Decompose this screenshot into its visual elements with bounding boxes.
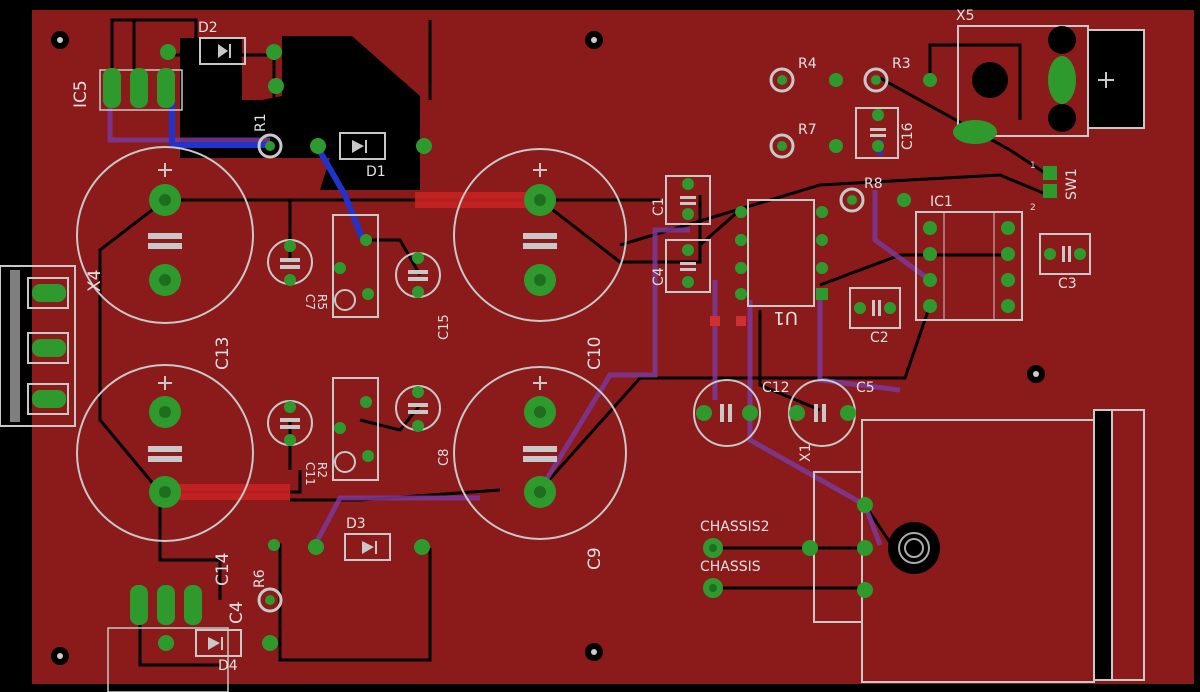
connector-x4[interactable] (0, 265, 76, 427)
label-d4: D4 (218, 658, 238, 674)
resistor-r6[interactable] (257, 539, 283, 613)
switch-sw1[interactable] (1043, 166, 1057, 198)
label-c4-bottom: C4 (227, 601, 247, 624)
label-c9: C9 (585, 547, 605, 570)
label-sw1-pin2: 2 (1030, 203, 1036, 213)
trimpot-r2[interactable] (332, 377, 379, 481)
resistor-r1[interactable] (257, 78, 284, 159)
resistor-r8[interactable] (839, 187, 911, 213)
capacitor-c16[interactable] (855, 107, 899, 159)
label-r6: R6 (252, 569, 268, 588)
label-u1: U1 (773, 307, 798, 328)
copper-island (180, 36, 420, 190)
label-r8: R8 (864, 176, 883, 192)
hatched-traces (170, 192, 535, 500)
ic-ic1[interactable] (915, 211, 1023, 321)
label-sw1-pin1: 1 (1030, 161, 1036, 171)
silkscreen-labels: D2 IC5 R1 D1 X5 R4 R3 R7 C16 SW1 1 2 R8 … (71, 8, 1080, 674)
label-x1: X1 (798, 444, 814, 463)
capacitor-c9[interactable] (453, 366, 627, 540)
label-c10: C10 (585, 336, 605, 370)
resistor-r4[interactable] (769, 67, 843, 93)
label-c13: C13 (213, 336, 233, 370)
capacitor-c10[interactable] (453, 148, 627, 322)
capacitor-c8[interactable] (395, 385, 441, 432)
label-c15: C15 (437, 314, 452, 340)
capacitor-c12[interactable] (693, 379, 761, 447)
resistor-r3[interactable] (863, 67, 937, 93)
label-c4-top: C4 (651, 267, 667, 286)
label-c1: C1 (651, 197, 667, 216)
diode-d3[interactable] (308, 533, 430, 561)
capacitor-c7[interactable] (267, 239, 313, 286)
label-c7: C7 (303, 294, 317, 310)
connector-x1[interactable] (802, 409, 1145, 683)
label-sw1: SW1 (1064, 168, 1080, 200)
diode-d1[interactable] (310, 132, 432, 160)
capacitor-c5[interactable] (788, 379, 856, 447)
label-c16: C16 (900, 122, 916, 150)
resistor-r7[interactable] (769, 133, 843, 159)
label-r1: R1 (253, 113, 269, 132)
capacitor-c13[interactable] (76, 146, 254, 324)
label-d2: D2 (198, 20, 218, 36)
label-c2: C2 (870, 330, 889, 346)
label-c5: C5 (856, 380, 875, 396)
label-ic5: IC5 (71, 80, 91, 108)
copper-traces (98, 18, 1049, 667)
label-r7: R7 (798, 122, 817, 138)
trimpot-r5[interactable] (332, 214, 379, 318)
capacitor-c11[interactable] (267, 400, 313, 446)
chassis-pads[interactable] (703, 538, 723, 598)
mounting-holes (51, 31, 1045, 665)
capacitor-c15[interactable] (395, 252, 441, 298)
capacitor-c4-top[interactable] (665, 239, 711, 293)
label-r4: R4 (798, 56, 817, 72)
regulator-ic5[interactable] (99, 68, 183, 111)
label-c11: C11 (303, 462, 317, 486)
label-c14: C14 (213, 552, 233, 586)
label-r2: R2 (315, 462, 329, 478)
diode-d2[interactable] (160, 37, 282, 65)
diode-d4[interactable] (158, 629, 278, 657)
purple-traces (107, 95, 932, 547)
label-c12: C12 (762, 380, 790, 396)
label-d3: D3 (346, 516, 366, 532)
label-x5: X5 (956, 8, 975, 24)
label-r5: R5 (315, 294, 329, 310)
label-c3: C3 (1058, 276, 1077, 292)
label-c8: C8 (437, 449, 452, 466)
capacitor-c1[interactable] (665, 175, 711, 225)
label-r3: R3 (892, 56, 911, 72)
label-x4: X4 (85, 270, 105, 292)
label-d1: D1 (366, 164, 386, 180)
connector-x5[interactable] (953, 25, 1145, 144)
label-chassis2: CHASSIS2 (700, 519, 770, 535)
label-ic1: IC1 (930, 194, 953, 210)
capacitor-c3[interactable] (1039, 233, 1091, 275)
capacitor-c2[interactable] (849, 287, 901, 329)
ic-u1[interactable] (710, 199, 828, 326)
regulator-bottom[interactable] (107, 585, 229, 692)
capacitor-c14[interactable] (76, 364, 254, 542)
label-chassis: CHASSIS (700, 559, 761, 575)
